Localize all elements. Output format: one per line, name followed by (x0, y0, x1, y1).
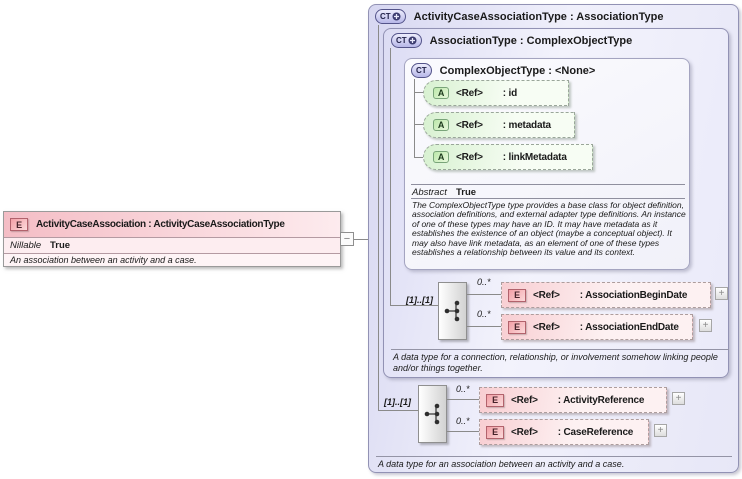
connector-line (447, 431, 479, 432)
expand-button[interactable]: + (654, 424, 667, 437)
collapse-button[interactable]: − (340, 232, 354, 246)
type-header: CT ActivityCaseAssociationType : Associa… (375, 9, 663, 24)
sequence-glyph (444, 300, 459, 322)
sequence-compositor-icon[interactable] (438, 282, 467, 340)
element-ref-associationenddate[interactable]: E <Ref> : AssociationEndDate (501, 314, 693, 340)
attribute-name: : linkMetadata (502, 151, 567, 163)
attribute-name: : id (502, 87, 517, 99)
ref-label: <Ref> (456, 87, 483, 99)
annotation-separator (391, 349, 729, 350)
element-icon: E (486, 393, 504, 407)
property-value: True (456, 187, 477, 198)
element-name: : ActivityReference (557, 394, 645, 406)
element-title: ActivityCaseAssociation : ActivityCaseAs… (36, 219, 285, 230)
type-properties-row: Abstract True (412, 187, 476, 198)
element-name: : CaseReference (557, 426, 634, 438)
occurrence-label: 0..* (477, 309, 491, 319)
property-value: True (50, 240, 71, 251)
type-annotation: A data type for a connection, relationsh… (393, 352, 718, 373)
expand-button[interactable]: + (715, 287, 728, 300)
attribute-icon: A (433, 151, 449, 163)
attribute-name: : metadata (502, 119, 551, 131)
ref-label: <Ref> (511, 426, 538, 438)
element-annotation: An association between an activity and a… (4, 254, 340, 265)
derived-plus-icon (392, 12, 401, 21)
expand-button[interactable]: + (699, 319, 712, 332)
type-header: CT AssociationType : ComplexObjectType (391, 33, 632, 48)
ref-label: <Ref> (456, 119, 483, 131)
type-title: ComplexObjectType : <None> (439, 64, 596, 77)
property-name: Abstract (412, 187, 447, 198)
sequence-occurrence: [1]..[1] (384, 397, 411, 407)
connector-line (467, 294, 501, 295)
properties-separator (411, 184, 685, 185)
element-icon: E (486, 425, 504, 439)
ref-label: <Ref> (456, 151, 483, 163)
element-ref-activityreference[interactable]: E <Ref> : ActivityReference (479, 387, 667, 413)
sequence-compositor-icon[interactable] (418, 385, 447, 443)
element-icon: E (10, 218, 28, 231)
element-ref-casereference[interactable]: E <Ref> : CaseReference (479, 419, 649, 445)
occurrence-label: 0..* (456, 416, 470, 426)
attribute-ref-linkmetadata[interactable]: A <Ref> : linkMetadata (423, 144, 593, 170)
connector-line (414, 92, 423, 93)
type-title: AssociationType : ComplexObjectType (429, 34, 633, 47)
attribute-ref-id[interactable]: A <Ref> : id (423, 80, 569, 106)
occurrence-label: 0..* (456, 384, 470, 394)
element-name: : AssociationEndDate (579, 321, 679, 333)
type-header: CT ComplexObjectType : <None> (411, 63, 595, 78)
type-annotation: A data type for an association between a… (378, 459, 625, 469)
element-properties-row: Nillable True (4, 238, 340, 254)
complex-type-box-complexobjecttype: CT ComplexObjectType : <None> A <Ref> : … (404, 58, 690, 270)
occurrence-label: 0..* (477, 277, 491, 287)
connector-line (341, 239, 368, 240)
property-name: Nillable (10, 240, 42, 251)
attribute-icon: A (433, 119, 449, 131)
complex-type-icon: CT (391, 33, 422, 48)
element-icon: E (508, 288, 526, 302)
element-declaration-box[interactable]: E ActivityCaseAssociation : ActivityCase… (3, 211, 341, 267)
connector-line (378, 25, 379, 411)
element-name: : AssociationBeginDate (579, 289, 688, 301)
connector-line (390, 48, 391, 306)
attribute-ref-metadata[interactable]: A <Ref> : metadata (423, 112, 575, 138)
type-title: ActivityCaseAssociationType : Associatio… (413, 10, 664, 23)
attribute-icon: A (433, 87, 449, 99)
annotation-separator (411, 198, 685, 199)
derived-plus-icon (408, 36, 417, 45)
sequence-glyph (424, 403, 439, 425)
connector-line (414, 124, 423, 125)
element-header: E ActivityCaseAssociation : ActivityCase… (4, 212, 340, 238)
complex-type-icon: CT (375, 9, 406, 24)
complex-type-icon: CT (411, 63, 432, 78)
connector-line (467, 326, 501, 327)
connector-line (414, 157, 423, 158)
connector-line (378, 410, 418, 411)
connector-line (447, 399, 479, 400)
annotation-separator (376, 456, 732, 457)
ref-label: <Ref> (533, 289, 560, 301)
connector-line (390, 305, 438, 306)
sequence-occurrence: [1]..[1] (406, 295, 433, 305)
ref-label: <Ref> (533, 321, 560, 333)
connector-line (414, 79, 415, 158)
expand-button[interactable]: + (672, 392, 685, 405)
type-annotation: The ComplexObjectType type provides a ba… (412, 200, 686, 258)
element-ref-associationbegindate[interactable]: E <Ref> : AssociationBeginDate (501, 282, 711, 308)
element-icon: E (508, 320, 526, 334)
ref-label: <Ref> (511, 394, 538, 406)
